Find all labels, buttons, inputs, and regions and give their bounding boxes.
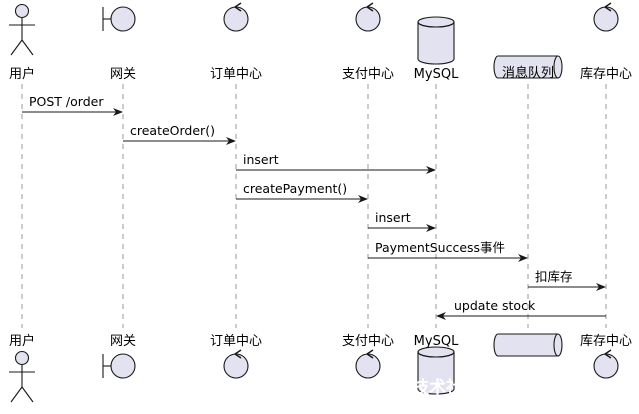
message-label: createPayment() [243, 181, 347, 196]
message-6: PaymentSuccess事件 [368, 240, 528, 262]
message-7: 扣库存 [528, 269, 606, 291]
participant-label: 用户 [9, 333, 35, 349]
participant-label: 支付中心 [342, 67, 394, 82]
queue-icon [493, 333, 563, 357]
participant-gateway-bottom: 网关 [102, 334, 136, 379]
boundary-icon [102, 353, 136, 379]
control-icon [355, 349, 381, 379]
participant-stock-top: 库存中心 [580, 2, 632, 82]
message-label: POST /order [29, 94, 104, 109]
participant-stock-bottom: 库存中心 [580, 333, 632, 379]
participant-order-bottom: 订单中心 [210, 334, 262, 379]
database-icon [417, 346, 455, 395]
message-label: createOrder() [130, 123, 215, 138]
message-label: update stock [454, 298, 536, 313]
message-1: POST /order [22, 94, 123, 116]
actor-icon [9, 3, 35, 56]
message-label: PaymentSuccess事件 [375, 240, 505, 255]
queue-icon [493, 55, 563, 79]
message-label: insert [375, 210, 411, 225]
message-label: insert [243, 152, 279, 167]
boundary-icon [102, 6, 136, 32]
participant-label: MySQL [414, 67, 459, 82]
participant-label: 库存中心 [580, 66, 632, 82]
watermark: 掘金技术社区 @ 哈里谢顿 [378, 377, 577, 398]
message-4: createPayment() [236, 181, 368, 203]
participant-label: 订单中心 [210, 334, 262, 349]
participant-mysql-bottom: MySQL [414, 334, 459, 395]
actor-icon [9, 350, 35, 403]
participant-gateway-top: 网关 [102, 6, 136, 82]
control-icon [593, 349, 619, 379]
participant-payment-bottom: 支付中心 [342, 334, 394, 379]
participant-order-top: 订单中心 [210, 2, 262, 82]
control-icon [593, 2, 619, 32]
participant-user-top: 用户 [9, 3, 35, 82]
participant-mq-top: 消息队列 [493, 55, 563, 81]
participant-label: 消息队列 [502, 65, 554, 81]
participant-mq-bottom: 消息队列 [493, 333, 563, 357]
control-icon [223, 2, 249, 32]
control-icon [355, 2, 381, 32]
control-icon [223, 349, 249, 379]
participant-label: MySQL [414, 334, 459, 349]
participant-label: 库存中心 [580, 333, 632, 349]
participant-user-bottom: 用户 [9, 333, 35, 403]
participant-payment-top: 支付中心 [342, 2, 394, 82]
participant-label: 用户 [9, 66, 35, 82]
participant-mysql-top: MySQL [414, 16, 459, 82]
participant-label: 网关 [110, 67, 136, 82]
message-5: insert [368, 210, 436, 232]
message-2: createOrder() [123, 123, 236, 145]
database-icon [417, 16, 455, 65]
message-label: 扣库存 [535, 269, 573, 284]
participant-label: 支付中心 [342, 334, 394, 349]
message-8: update stock [436, 298, 606, 320]
message-3: insert [236, 152, 436, 174]
participant-label: 网关 [110, 334, 136, 349]
participant-label: 订单中心 [210, 67, 262, 82]
